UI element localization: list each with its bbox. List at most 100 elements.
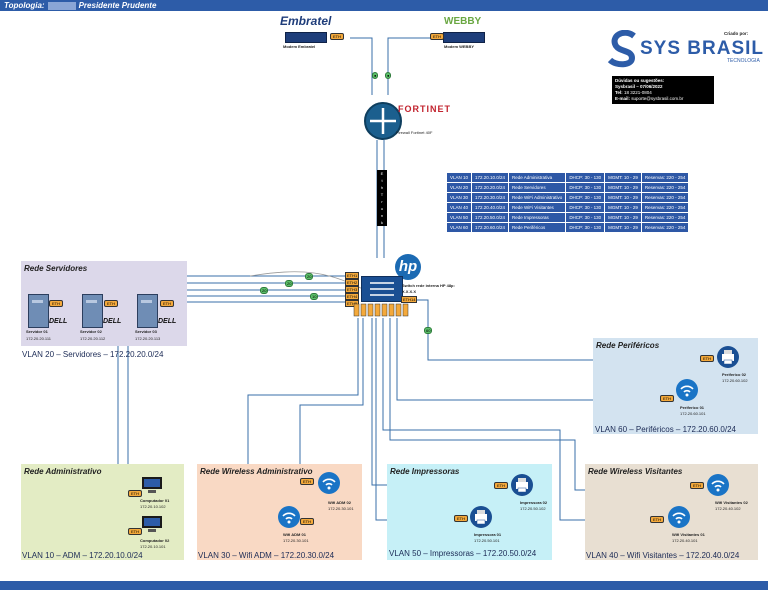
wifi-icon [278, 506, 300, 528]
switch-bottom-ports [352, 303, 410, 317]
server-name: Servidor 03 [135, 329, 157, 334]
wifi-icon [318, 472, 340, 494]
line-embratel-firewall [350, 37, 373, 95]
port-tag: ETH [700, 355, 714, 362]
device-name: Wifi ADM 02 [328, 500, 351, 505]
zone-title: Rede Administrativo [24, 467, 102, 476]
port-tag: ETH [300, 478, 314, 485]
device-ip: 172.20.40.102 [715, 506, 741, 511]
device-ip: 172.20.50.102 [520, 506, 546, 511]
vlan-label: VLAN 40 – Wifi Visitantes – 172.20.40.0/… [586, 551, 740, 560]
title-prefix: Topologia: [4, 1, 45, 10]
webby-logo: WEBBY [444, 16, 482, 27]
link-tag: 10 [310, 293, 319, 300]
contact-box: Dúvidas ou sugestões: Sysbrasil – 07/06/… [612, 76, 714, 104]
firewall-icon [364, 102, 402, 140]
device-name: Periferico 02 [722, 372, 747, 377]
redacted-block [47, 1, 76, 10]
port-tag: ETH [494, 482, 508, 489]
link-tag: ● [385, 72, 392, 79]
device-ip: 172.20.60.101 [680, 411, 706, 416]
switch-port: ETH4 [345, 293, 360, 300]
server-ip: 172.20.20.112 [80, 336, 106, 341]
header-bar [0, 0, 768, 11]
hp-logo: hp [395, 254, 421, 280]
printer-icon [717, 346, 739, 368]
modem-webby-icon [443, 32, 485, 43]
port-tag: ETH [690, 482, 704, 489]
fortinet-logo: FORTINET [398, 104, 451, 114]
zone-title: Rede Impressoras [390, 467, 460, 476]
vlan-label: VLAN 30 – Wifi ADM – 172.20.30.0/24 [198, 551, 335, 560]
printer-icon [511, 474, 533, 496]
zone-title: Rede Periféricos [596, 341, 660, 350]
device-ip: 172.20.30.101 [283, 538, 309, 543]
device-name: Wifi Visitantes 01 [672, 532, 705, 537]
wifi-icon [668, 506, 690, 528]
switch-port: ETH14 [401, 296, 418, 303]
page-title: Topologia: Presidente Prudente [4, 0, 156, 11]
server-ip: 172.20.20.111 [26, 336, 51, 341]
brand-name: SYS BRASIL [640, 38, 765, 59]
port-tag: ETH [430, 33, 444, 40]
zone-title: Rede Wireless Administrativo [200, 467, 313, 476]
device-name: Computador 02 [140, 538, 170, 543]
firewall-arrows-icon [370, 108, 396, 134]
link-tag: 60 [424, 327, 433, 334]
dell-logo: DELL [49, 318, 68, 325]
modem-embratel-label: Modem Embratel [283, 44, 316, 49]
device-ip: 172.20.10.102 [140, 504, 166, 509]
device-ip: 172.20.50.101 [474, 538, 500, 543]
title-suffix: Presidente Prudente [78, 1, 157, 10]
footer-bar [0, 581, 768, 590]
brand-sub: TECNOLOGIA [727, 58, 760, 64]
server-icon [137, 294, 158, 328]
port-tag: ETH [128, 528, 142, 535]
link-tag: 20 [260, 287, 269, 294]
modem-embratel-icon [285, 32, 327, 43]
firewall-label: Firewall Fortinet 40F [396, 130, 433, 135]
vlan-label: VLAN 20 – Servidores – 172.20.20.0/24 [22, 350, 164, 359]
switch-port: ETH1 [345, 272, 360, 279]
device-ip: 172.20.30.101 [328, 506, 354, 511]
device-name: Impressora 01 [474, 532, 502, 537]
device-name: Periferico 01 [680, 405, 705, 410]
port-tag: ETH [330, 33, 344, 40]
port-tag: ETH [49, 300, 63, 307]
link-tag: ● [372, 72, 379, 79]
dell-logo: DELL [103, 318, 122, 325]
port-tag: ETH [650, 516, 664, 523]
device-ip: 172.20.40.101 [672, 538, 698, 543]
server-icon [28, 294, 49, 328]
device-name: Computador 01 [140, 498, 170, 503]
vlan-label: VLAN 10 – ADM – 172.20.10.0/24 [22, 551, 143, 560]
device-name: Wifi ADM 01 [283, 532, 306, 537]
device-ip: 172.20.10.101 [140, 544, 166, 549]
device-ip: 172.20.60.102 [722, 378, 748, 383]
link-tag: 20 [305, 273, 314, 280]
zone-title: Rede Servidores [24, 264, 88, 273]
server-ip: 172.20.20.113 [135, 336, 161, 341]
embratel-logo: Embratel [280, 14, 332, 28]
vlan-label: VLAN 50 – Impressoras – 172.20.50.0/24 [389, 549, 537, 558]
port-tag: ETH [300, 518, 314, 525]
printer-icon [470, 506, 492, 528]
port-tag: ETH [160, 300, 174, 307]
vlan-label: VLAN 60 – Periféricos – 172.20.60.0/24 [595, 425, 736, 434]
wifi-icon [676, 379, 698, 401]
zone-title: Rede Wireless Visitantes [588, 467, 683, 476]
server-name: Servidor 01 [26, 329, 48, 334]
port-tag: ETH [660, 395, 674, 402]
sysbrasil-logo-icon [606, 29, 640, 68]
switch-port: ETH3 [345, 286, 360, 293]
switch-port: ETH2 [345, 279, 360, 286]
device-name: Impressora 02 [520, 500, 548, 505]
port-tag: ETH [104, 300, 118, 307]
modem-webby-label: Modem WEBBY [444, 44, 474, 49]
